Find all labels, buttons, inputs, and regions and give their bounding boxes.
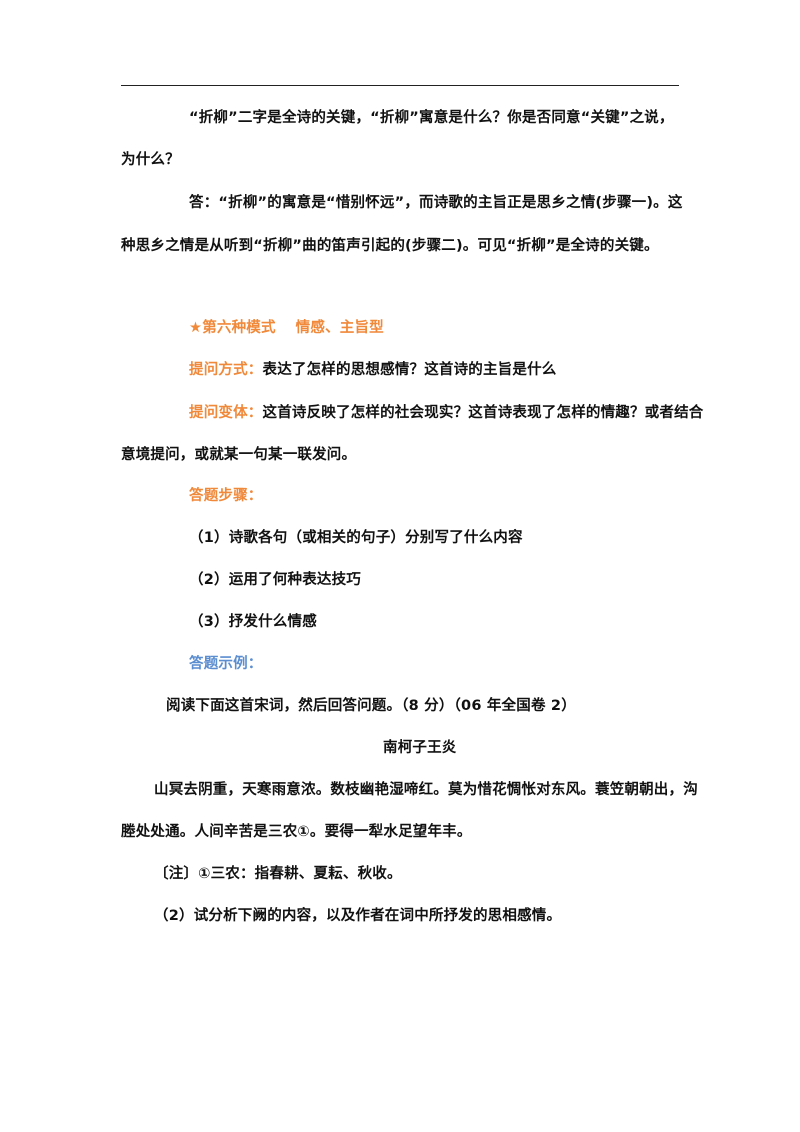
question-2: （2）试分析下阙的内容，以及作者在词中所抒发的思相感情。 [154, 908, 562, 924]
ask-method-label: 提问方式： [189, 362, 263, 378]
answer-steps-label: 答题步骤： [189, 488, 263, 504]
mode-title: ★第六种模式 情感、主旨型 [189, 320, 384, 336]
step-1: （1）诗歌各句（或相关的句子）分别写了什么内容 [189, 530, 523, 546]
poem-line-1: 山冥去阴重，天寒雨意浓。数枝幽艳湿啼红。莫为惜花惆怅对东风。蓑笠朝朝出，沟 [154, 782, 698, 798]
poem-line-2: 塍处处通。人间辛苦是三农①。要得一犁水足望年丰。 [121, 824, 472, 840]
answer-line-1: 答：“折柳”的寓意是“惜别怀远”，而诗歌的主旨正是思乡之情(步骤一)。这 [189, 195, 683, 211]
reading-prompt: 阅读下面这首宋词，然后回答问题。（8 分）（06 年全国卷 2） [166, 698, 576, 714]
ask-variant-label: 提问变体： [189, 405, 263, 421]
poem-note: 〔注〕①三农：指春耕、夏耘、秋收。 [154, 866, 402, 882]
ask-method-text: 表达了怎样的思想感情？这首诗的主旨是什么 [262, 362, 557, 378]
header-rule [121, 85, 679, 86]
step-2: （2）运用了何种表达技巧 [189, 572, 361, 588]
answer-example-label: 答题示例： [189, 656, 263, 672]
ask-variant-text: 这首诗反映了怎样的社会现实？这首诗表现了怎样的情趣？或者结合 [262, 405, 704, 421]
step-3: （3）抒发什么情感 [189, 614, 317, 630]
ask-variant-line: 提问变体：这首诗反映了怎样的社会现实？这首诗表现了怎样的情趣？或者结合 [189, 403, 704, 423]
poem-title: 南柯子王炎 [383, 740, 457, 756]
ask-method-line: 提问方式：表达了怎样的思想感情？这首诗的主旨是什么 [189, 360, 557, 380]
ask-variant-line-2: 意境提问，或就某一句某一联发问。 [121, 447, 357, 463]
answer-line-2: 种思乡之情是从听到“折柳”曲的笛声引起的(步骤二)。可见“折柳”是全诗的关键。 [121, 238, 659, 254]
question-line-1: “折柳”二字是全诗的关键，“折柳”寓意是什么？你是否同意“关键”之说， [189, 110, 674, 126]
question-line-2: 为什么？ [121, 152, 180, 168]
